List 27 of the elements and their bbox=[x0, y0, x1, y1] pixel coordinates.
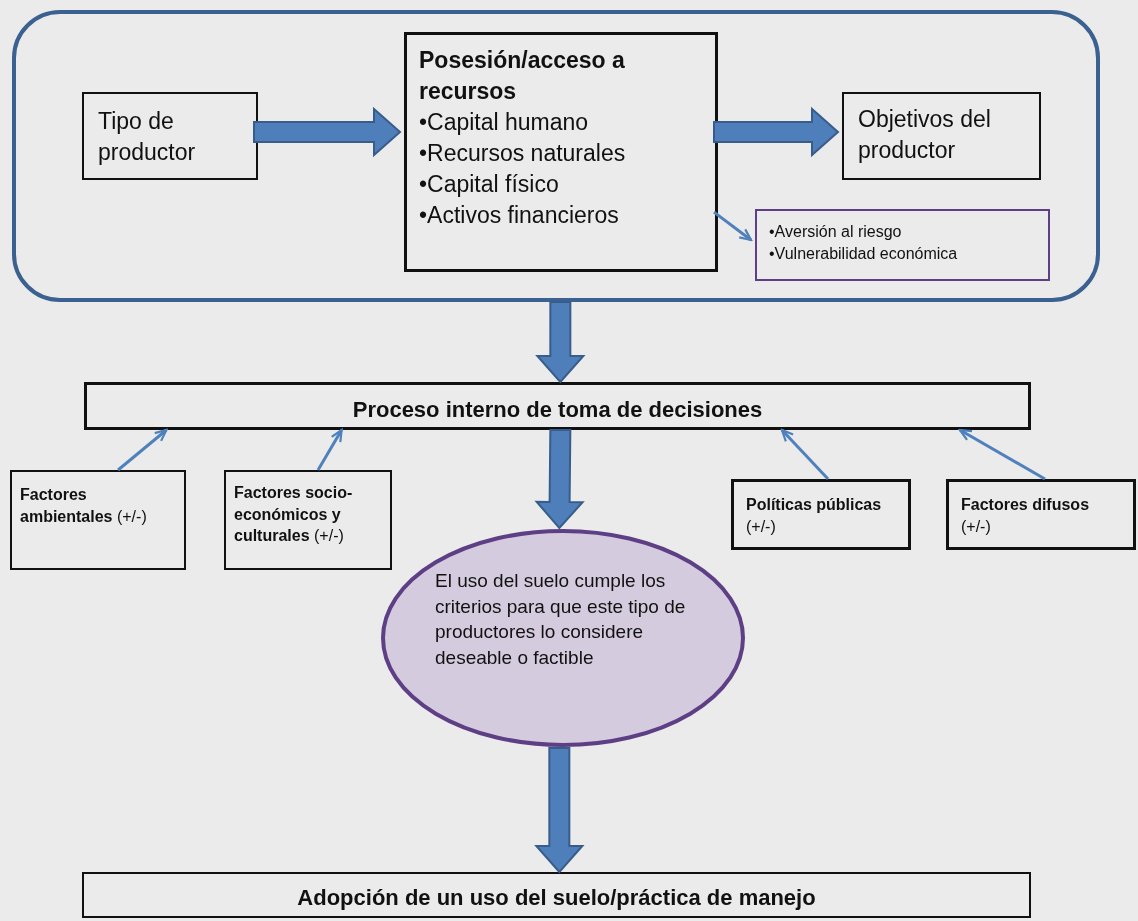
node-label: Adopción de un uso del suelo/práctica de manejo bbox=[296, 884, 817, 912]
process-box bbox=[224, 470, 392, 570]
bullet-item: •Vulnerabilidad económica bbox=[769, 243, 959, 264]
note-box bbox=[755, 209, 1050, 281]
bullet-item: •Recursos naturales bbox=[419, 139, 627, 169]
bullet-item: •Aversión al riesgo bbox=[769, 222, 903, 242]
process-box bbox=[84, 382, 1031, 430]
rounded-panel bbox=[12, 10, 1100, 302]
process-box bbox=[842, 92, 1041, 180]
node-label: Objetivos del productor bbox=[858, 105, 992, 166]
process-box bbox=[82, 92, 258, 180]
node-label: Factores ambientales (+/-) bbox=[20, 485, 148, 527]
process-box bbox=[404, 32, 718, 272]
node-label: Factores socio-económicos y culturales (+/-) bbox=[234, 483, 354, 547]
process-box bbox=[10, 470, 186, 570]
node-label: Proceso interno de toma de decisiones bbox=[351, 396, 764, 424]
process-box bbox=[731, 479, 911, 550]
process-box bbox=[946, 479, 1136, 550]
bullet-item: •Capital humano bbox=[419, 108, 590, 138]
process-box bbox=[82, 872, 1031, 918]
node-label: Políticas públicas (+/-) bbox=[746, 495, 883, 537]
node-label: El uso del suelo cumple los criterios para que este tipo de productores lo considere deseable o factible bbox=[435, 569, 687, 670]
bullet-item: •Capital físico bbox=[419, 170, 560, 200]
node-label: Tipo de productor bbox=[98, 107, 197, 168]
node-label: Factores difusos (+/-) bbox=[961, 495, 1091, 537]
bullet-item: •Activos financieros bbox=[419, 201, 620, 231]
box-heading: Posesión/acceso a recursos bbox=[419, 46, 626, 107]
